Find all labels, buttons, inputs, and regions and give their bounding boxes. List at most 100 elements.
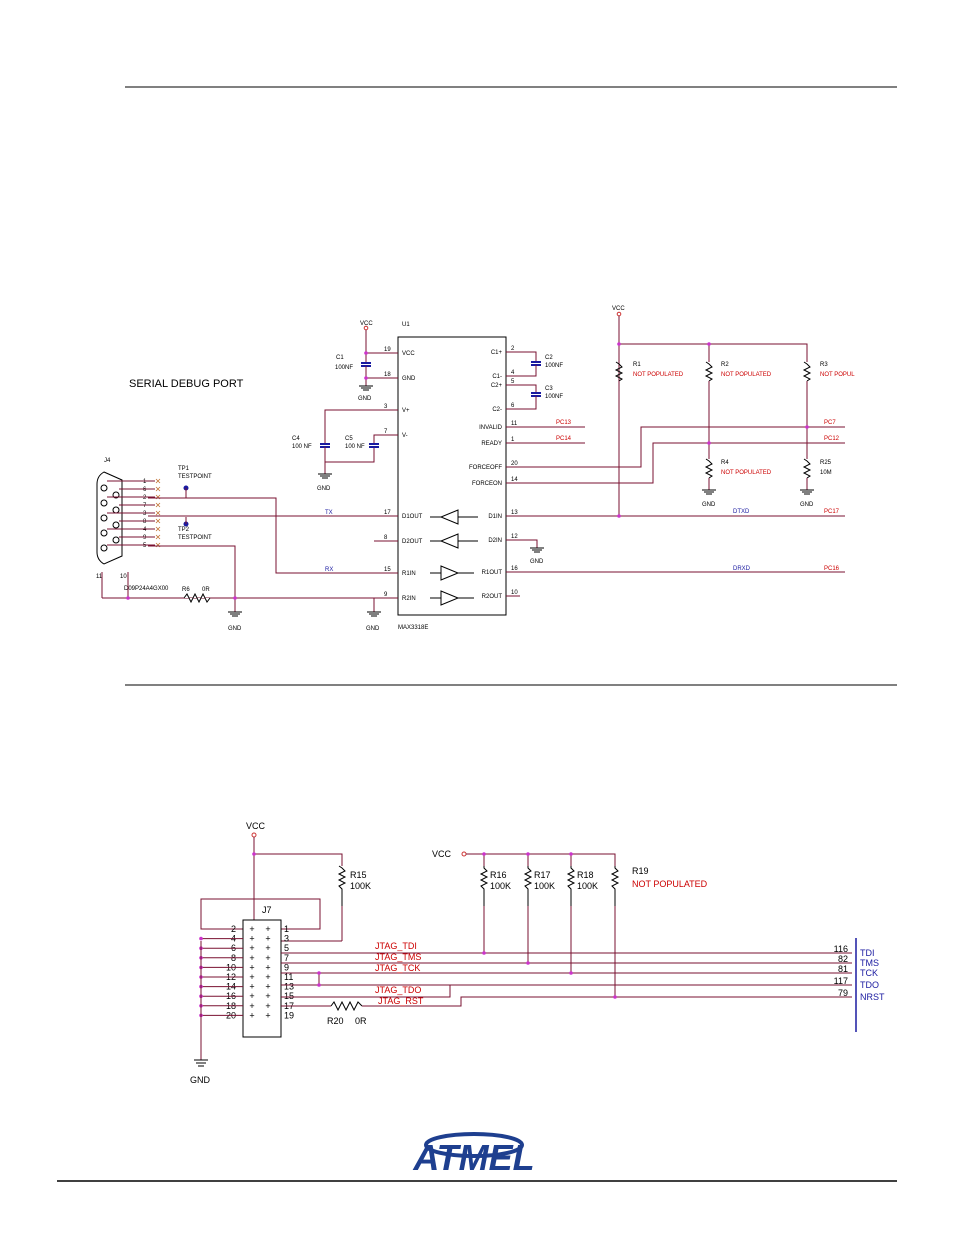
j7-pin-mark-icon: + — [265, 962, 270, 972]
tx-net-label: TX — [325, 510, 333, 516]
no-connect-icon — [155, 510, 161, 516]
r17-value: 100K — [534, 881, 555, 891]
pc17-label: PC17 — [824, 509, 840, 515]
r15-value: 100K — [350, 881, 371, 891]
tp1-label: TESTPOINT — [178, 474, 212, 480]
tp1-ref: TP1 — [178, 466, 190, 472]
mcu-pin-number: 81 — [838, 964, 848, 974]
jtag-vcc-left: VCC — [246, 821, 266, 831]
ic-right-pin-number: 6 — [511, 403, 515, 409]
j7-pin-mark-icon: + — [265, 924, 270, 934]
ic-right-pin-number: 10 — [511, 590, 518, 596]
ic-right-pin-name: FORCEOFF — [469, 465, 502, 471]
db9-pin-number: 6 — [143, 487, 147, 493]
j7-pin-mark-icon: + — [249, 982, 254, 992]
no-connect-icon — [155, 526, 161, 532]
r3-value: NOT POPUL — [820, 372, 855, 378]
no-connect-icon — [155, 518, 161, 524]
c1-value: 100NF — [335, 365, 353, 371]
c5-value: 100 NF — [345, 444, 365, 450]
ic-left-pin-name: V- — [402, 433, 408, 439]
j7-pin-mark-icon: + — [265, 934, 270, 944]
db9-pin-number: 4 — [143, 527, 147, 533]
no-connect-icon — [155, 486, 161, 492]
r2-value: NOT POPULATED — [721, 372, 772, 378]
ic-left-pin-name: D1OUT — [402, 514, 423, 520]
j7-pin-mark-icon: + — [249, 924, 254, 934]
j7-right-pin-number: 13 — [284, 982, 294, 992]
serial-title: SERIAL DEBUG PORT — [129, 378, 244, 390]
j7-pin-mark-icon: + — [249, 972, 254, 982]
jtag-connector-j7: J7 2++4++6++8++10++12++14++16++18++20++1… — [199, 905, 294, 1038]
tp2-ref: TP2 — [178, 527, 190, 533]
ic-right-pin-name: READY — [481, 441, 502, 447]
u1-ref: U1 — [402, 322, 410, 328]
mcu-pin-name: TDI — [860, 948, 875, 958]
gnd-label-c4: GND — [317, 486, 331, 492]
testpoint-tp1: TP1 TESTPOINT — [178, 466, 212, 498]
j7-ref: J7 — [262, 905, 272, 915]
ic-left-pin-number: 7 — [384, 429, 388, 435]
j7-pin-mark-icon: + — [249, 962, 254, 972]
mcu-pin-number: 79 — [838, 988, 848, 998]
gnd-label-c1: GND — [358, 396, 372, 402]
r1-value: NOT POPULATED — [633, 372, 684, 378]
db9-pin-number: 9 — [143, 535, 147, 541]
r15-ref: R15 — [350, 870, 367, 880]
j7-pin-mark-icon: + — [265, 943, 270, 953]
ic-left-pin-name: R1IN — [402, 571, 416, 577]
pc16-label: PC16 — [824, 566, 840, 572]
c2-value: 100NF — [545, 363, 563, 369]
ic-right-pin-name: C2+ — [491, 383, 503, 389]
ic-right-pin-number: 2 — [511, 346, 515, 352]
c3-value: 100NF — [545, 394, 563, 400]
mcu-pin-number: 82 — [838, 954, 848, 964]
no-connect-icon — [155, 502, 161, 508]
mcu-pin-name: NRST — [860, 992, 885, 1002]
ic-right-pin-name: D1IN — [488, 514, 502, 520]
j7-pin-mark-icon: + — [249, 943, 254, 953]
u1-part: MAX3318E — [398, 625, 428, 631]
db9-pin-number: 2 — [143, 495, 147, 501]
j7-right-pin-number: 3 — [284, 934, 289, 944]
ic-right-pin-number: 5 — [511, 379, 515, 385]
ic-right-pin-name: R1OUT — [482, 570, 503, 576]
testpoint-tp2: TP2 TESTPOINT — [178, 517, 212, 541]
ic-left-pin-name: R2IN — [402, 596, 416, 602]
r3-ref: R3 — [820, 362, 828, 368]
j7-right-pin-number: 1 — [284, 924, 289, 934]
jtag-schematic: VCC R15 100K J7 2++4++6++8++10++12++14++… — [190, 821, 885, 1085]
ic-left-pin-number: 15 — [384, 567, 391, 573]
ic-right-pin-number: 12 — [511, 534, 518, 540]
ic-right-pin-number: 16 — [511, 566, 518, 572]
ic-right-pin-number: 13 — [511, 510, 518, 516]
ic-left-pin-name: D2OUT — [402, 539, 423, 545]
db9-pin-number: 3 — [143, 511, 147, 517]
j7-right-pin-number: 19 — [284, 1010, 294, 1020]
ic-right-pin-name: R2OUT — [482, 594, 503, 600]
dtxd-net-label: DTXD — [733, 509, 750, 515]
r6-value: 0R — [202, 587, 210, 593]
c5-ref: C5 — [345, 436, 353, 442]
r16-ref: R16 — [490, 870, 507, 880]
pc14-label: PC14 — [556, 436, 572, 442]
drxd-net-label: DRXD — [733, 566, 751, 572]
j7-pin-mark-icon: + — [249, 934, 254, 944]
r20-value: 0R — [355, 1016, 367, 1026]
j7-pin-mark-icon: + — [265, 1010, 270, 1020]
c4-value: 100 NF — [292, 444, 312, 450]
j7-right-pin-number: 11 — [284, 972, 293, 982]
ic-right-pin-number: 4 — [511, 370, 515, 376]
ic-right-pin-name: C1- — [492, 374, 502, 380]
no-connect-icon — [155, 478, 161, 484]
gnd-label-2: GND — [366, 626, 380, 632]
r25-ref: R25 — [820, 460, 832, 466]
pc12-label: PC12 — [824, 436, 840, 442]
vcc-label-right: VCC — [612, 306, 625, 312]
mcu-pin-name: TMS — [860, 958, 879, 968]
r19-value: NOT POPULATED — [632, 879, 708, 889]
c3-ref: C3 — [545, 386, 553, 392]
j7-left-pin-number: 2 — [231, 924, 236, 934]
j7-pin-mark-icon: + — [249, 1010, 254, 1020]
